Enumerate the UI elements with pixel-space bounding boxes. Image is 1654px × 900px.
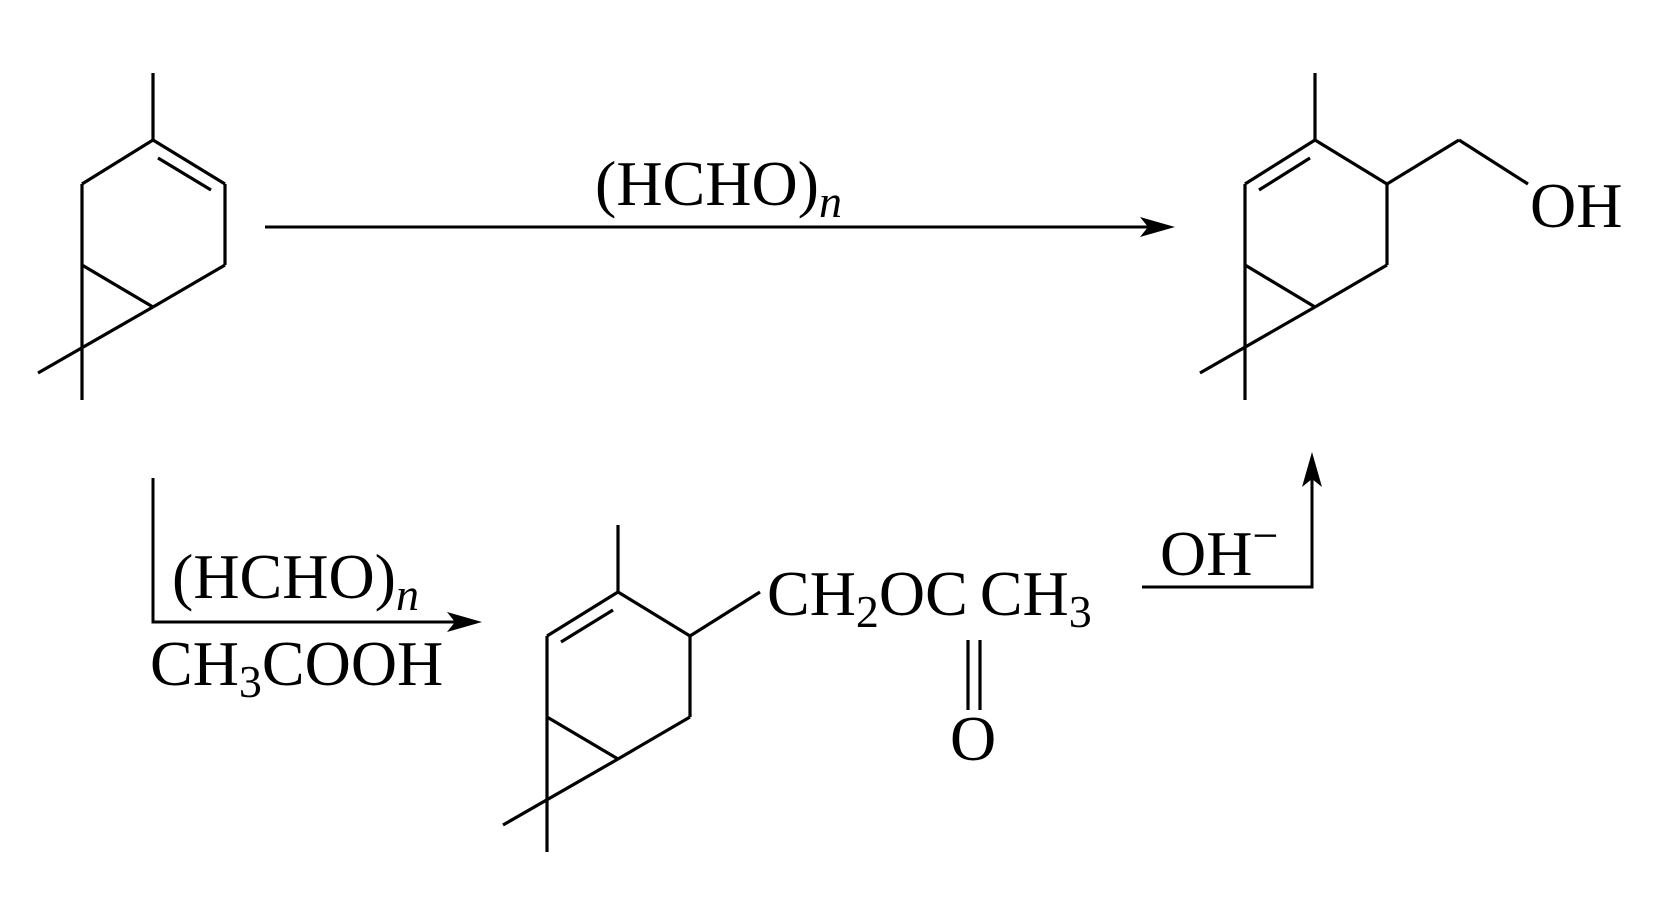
hydrolysis-arrow bbox=[1142, 452, 1322, 589]
carbonyl-oxygen-label: O bbox=[950, 703, 996, 774]
hydroxyl-label: OH bbox=[1530, 170, 1622, 241]
lower-reagent-acetic-acid: CH3COOH bbox=[150, 628, 443, 707]
ring-double-bond bbox=[157, 156, 212, 192]
ring-double-bond bbox=[1258, 156, 1311, 192]
hydroxide-label: OH− bbox=[1160, 510, 1278, 589]
top-reagent-label: (HCHO)n bbox=[595, 148, 842, 227]
ring-double-bond bbox=[560, 608, 614, 644]
intermediate-ester bbox=[502, 525, 982, 852]
lower-reagent-formaldehyde: (HCHO)n bbox=[172, 541, 419, 620]
lower-reaction-arrow bbox=[151, 478, 482, 632]
product-alcohol bbox=[1199, 73, 1529, 400]
starting-material-carene bbox=[37, 73, 227, 400]
top-reaction-arrow bbox=[265, 217, 1175, 237]
